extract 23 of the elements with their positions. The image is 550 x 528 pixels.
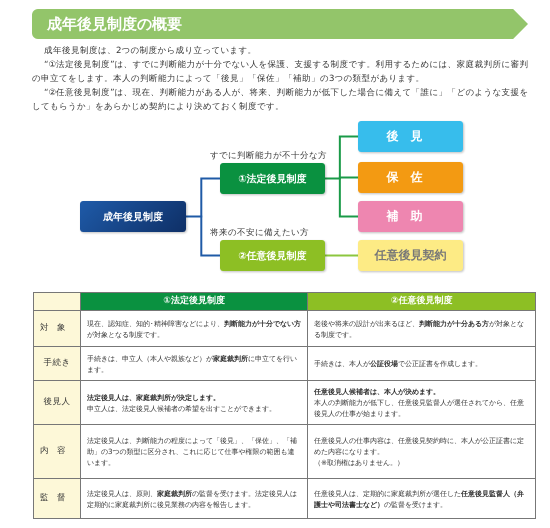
paragraph: 成年後見制度は、2つの制度から成り立っています。	[43, 44, 258, 58]
category-box: ①法定後見制度	[220, 163, 325, 194]
row-header: 監督	[34, 478, 80, 518]
category-box: ②任意後見制度	[220, 240, 325, 271]
category-box: 成年後見制度	[80, 201, 186, 232]
category-box: 任意後見契約	[358, 240, 463, 271]
connector-line	[325, 254, 358, 256]
row-header: 対象	[34, 310, 80, 346]
connector-line	[186, 216, 220, 256]
connector-line	[325, 178, 358, 218]
row-header: 後見人	[34, 380, 80, 424]
paragraph: “②任意後見制度”は、現在、判断能力がある人が、将来、判断能力が低下した場合に備えて「誰に」「どのような支援をしてもらうか」をあらかじめ契約により決めておく制度です。	[32, 86, 530, 114]
category-box: 後見	[358, 121, 463, 152]
caption-text: すでに判断能力が不十分な方	[210, 150, 327, 162]
column-header: ②任意後見制度	[308, 292, 536, 310]
title-banner: 成年後見制度の概要	[32, 9, 528, 39]
row-header: 手続き	[34, 346, 80, 380]
column-header: ①法定後見制度	[80, 292, 308, 310]
row-header: 内容	[34, 424, 80, 478]
category-box: 保佐	[358, 162, 463, 193]
paragraph: “①法定後見制度”は、すでに判断能力が十分でない人を保護、支援する制度です。利用するためには、家庭裁判所に審判の申立てをします。本人の判断能力によって「後見」「保佐」「補助」の3つの類型があります。	[32, 58, 530, 86]
caption-text: 将来の不安に備えたい方	[210, 227, 309, 239]
category-box: 補助	[358, 201, 463, 232]
